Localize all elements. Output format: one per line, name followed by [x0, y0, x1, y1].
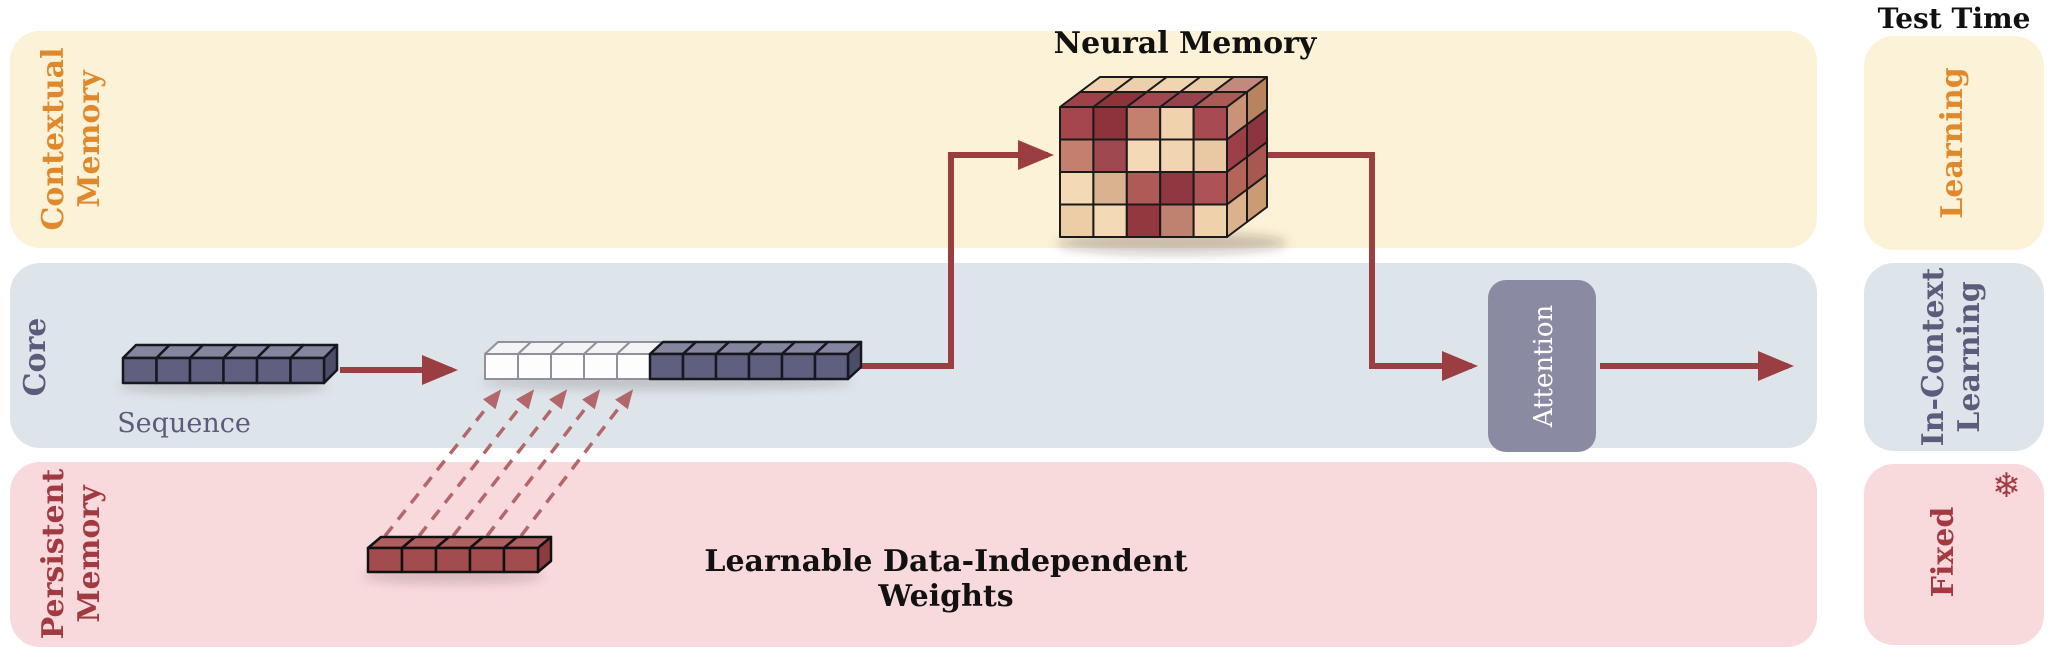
persistent-weight-row — [366, 535, 553, 574]
contextual-memory-band — [10, 31, 1817, 248]
contextual-memory-label: Contextual Memory — [36, 47, 107, 231]
test-time-title: Test Time — [1877, 2, 2031, 35]
test-time-learning-label: Learning — [1935, 67, 1970, 219]
test-time-in-context-box — [1864, 263, 2044, 451]
attention-label: Attention — [1529, 304, 1559, 428]
core-label: Core — [18, 317, 53, 397]
segment-context-token-row — [648, 340, 863, 381]
snowflake-icon: ❄ — [1992, 466, 2021, 506]
neural-memory-cube — [1059, 76, 1268, 238]
segment-new-token-row — [484, 341, 664, 380]
persistent-memory-band — [10, 462, 1817, 647]
test-time-fixed-box — [1864, 464, 2044, 645]
persistent-to-segment-connectors — [383, 389, 634, 538]
test-time-fixed-label: Fixed — [1926, 506, 1961, 598]
sequence-label: Sequence — [117, 408, 251, 439]
attention-block — [1488, 280, 1596, 452]
memory-to-attention-arrow — [1268, 152, 1478, 381]
test-time-learning-box — [1864, 36, 2044, 250]
neural-memory-title: Neural Memory — [1053, 26, 1317, 61]
test-time-in-context-label: In-Context Learning — [1916, 267, 1987, 447]
learnable-weights-label: Learnable Data-Independent Weights — [704, 544, 1188, 614]
sequence-token-row — [121, 343, 339, 385]
persistent-memory-label: Persistent Memory — [36, 468, 107, 640]
segment-to-memory-arrow — [848, 140, 1054, 369]
